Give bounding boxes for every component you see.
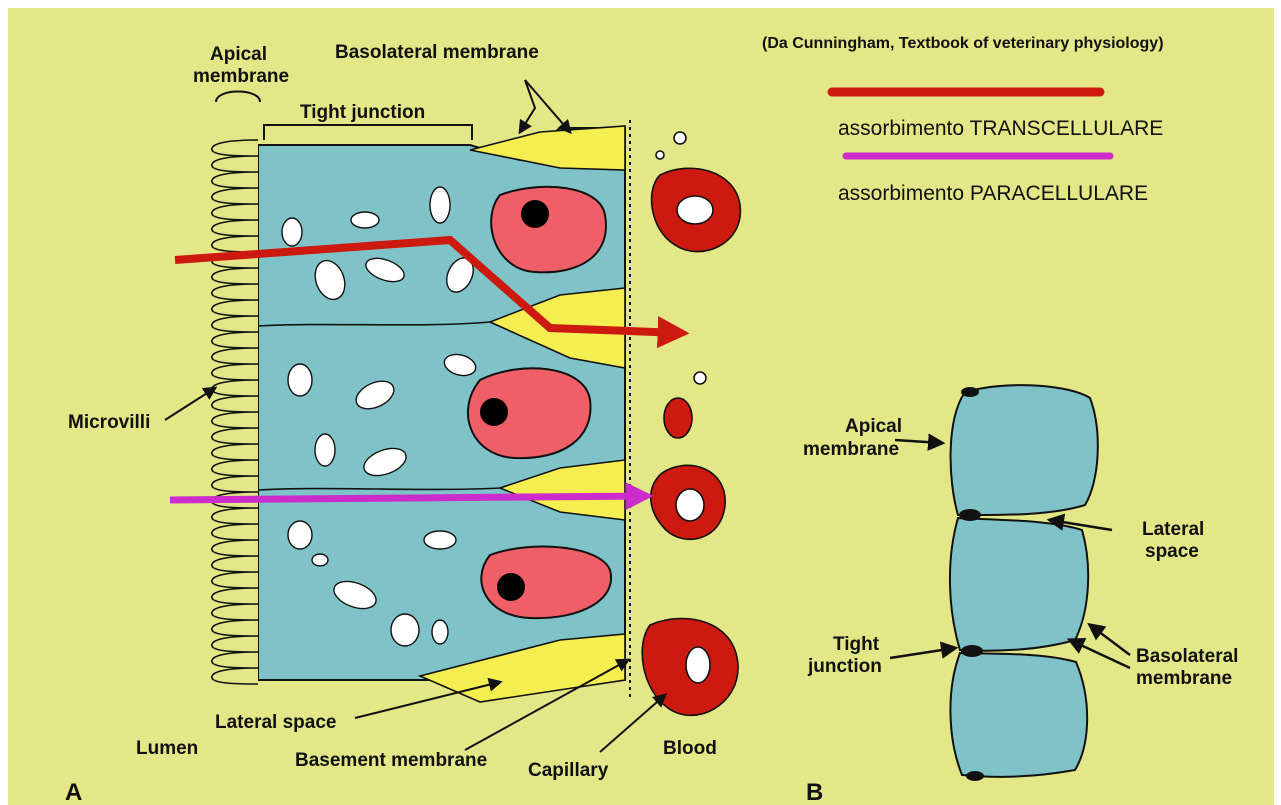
apical-membrane-label-line2: membrane (193, 66, 289, 87)
panel-b-cell-bottom (950, 653, 1087, 777)
panel-b-cell-middle (950, 518, 1088, 651)
legend-transcellular-label: assorbimento TRANSCELLULARE (838, 117, 1163, 140)
panel-b-cell-top (951, 385, 1098, 515)
legend-paracellular-label: assorbimento PARACELLULARE (838, 182, 1148, 205)
panel-b-basolateral-line2: membrane (1136, 668, 1232, 689)
capillary-label: Capillary (528, 760, 609, 781)
source-citation: (Da Cunningham, Textbook of veterinary p… (762, 35, 1164, 52)
panel-b-lateral-space-line1: Lateral (1142, 519, 1204, 540)
apical-membrane-label-line1: Apical (210, 44, 267, 65)
lateral-space-label: Lateral space (215, 712, 336, 733)
panel-b-letter: B (806, 779, 823, 805)
basement-membrane-label: Basement membrane (295, 750, 487, 771)
lumen-label: Lumen (136, 738, 198, 759)
blood-label: Blood (663, 738, 717, 759)
tight-junction-label: Tight junction (300, 102, 425, 123)
basolateral-membrane-label: Basolateral membrane (335, 42, 539, 63)
panel-b-basolateral-line1: Basolateral (1136, 646, 1238, 667)
paracellular-arrow (170, 496, 645, 500)
microvilli-label: Microvilli (68, 412, 150, 433)
panel-b-tight-junction-line2: junction (807, 656, 882, 677)
panel-b-lateral-space-line2: space (1145, 541, 1199, 562)
panel-b-apical-label-line2: membrane (803, 439, 899, 460)
panel-b-apical-label-line1: Apical (845, 416, 902, 437)
panel-a-letter: A (65, 779, 82, 805)
panel-b-tight-junction-line1: Tight (833, 634, 880, 655)
